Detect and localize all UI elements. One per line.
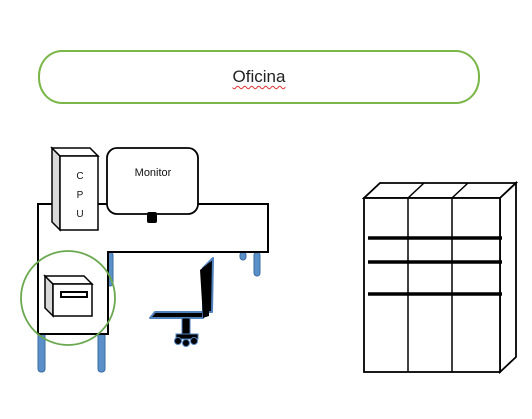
title-text: Oficina (232, 67, 286, 86)
monitor-icon: Monitor (106, 147, 199, 223)
cpu-letter-c: C (76, 171, 83, 182)
office-chair-icon (149, 257, 214, 347)
desk-leg-back-right-2 (253, 251, 261, 277)
cpu-letter-p: P (77, 190, 84, 201)
monitor-label: Monitor (135, 167, 172, 179)
title-box: Oficina (38, 50, 480, 104)
highlight-circle (20, 250, 116, 346)
cabinet-icon (361, 180, 519, 375)
drawer-box-icon (43, 274, 94, 318)
cpu-letter-u: U (76, 209, 83, 220)
desk-leg-front-mid (97, 329, 106, 373)
desk-leg-back-right-1 (239, 251, 247, 261)
cpu-tower-icon: C P U (50, 146, 100, 232)
